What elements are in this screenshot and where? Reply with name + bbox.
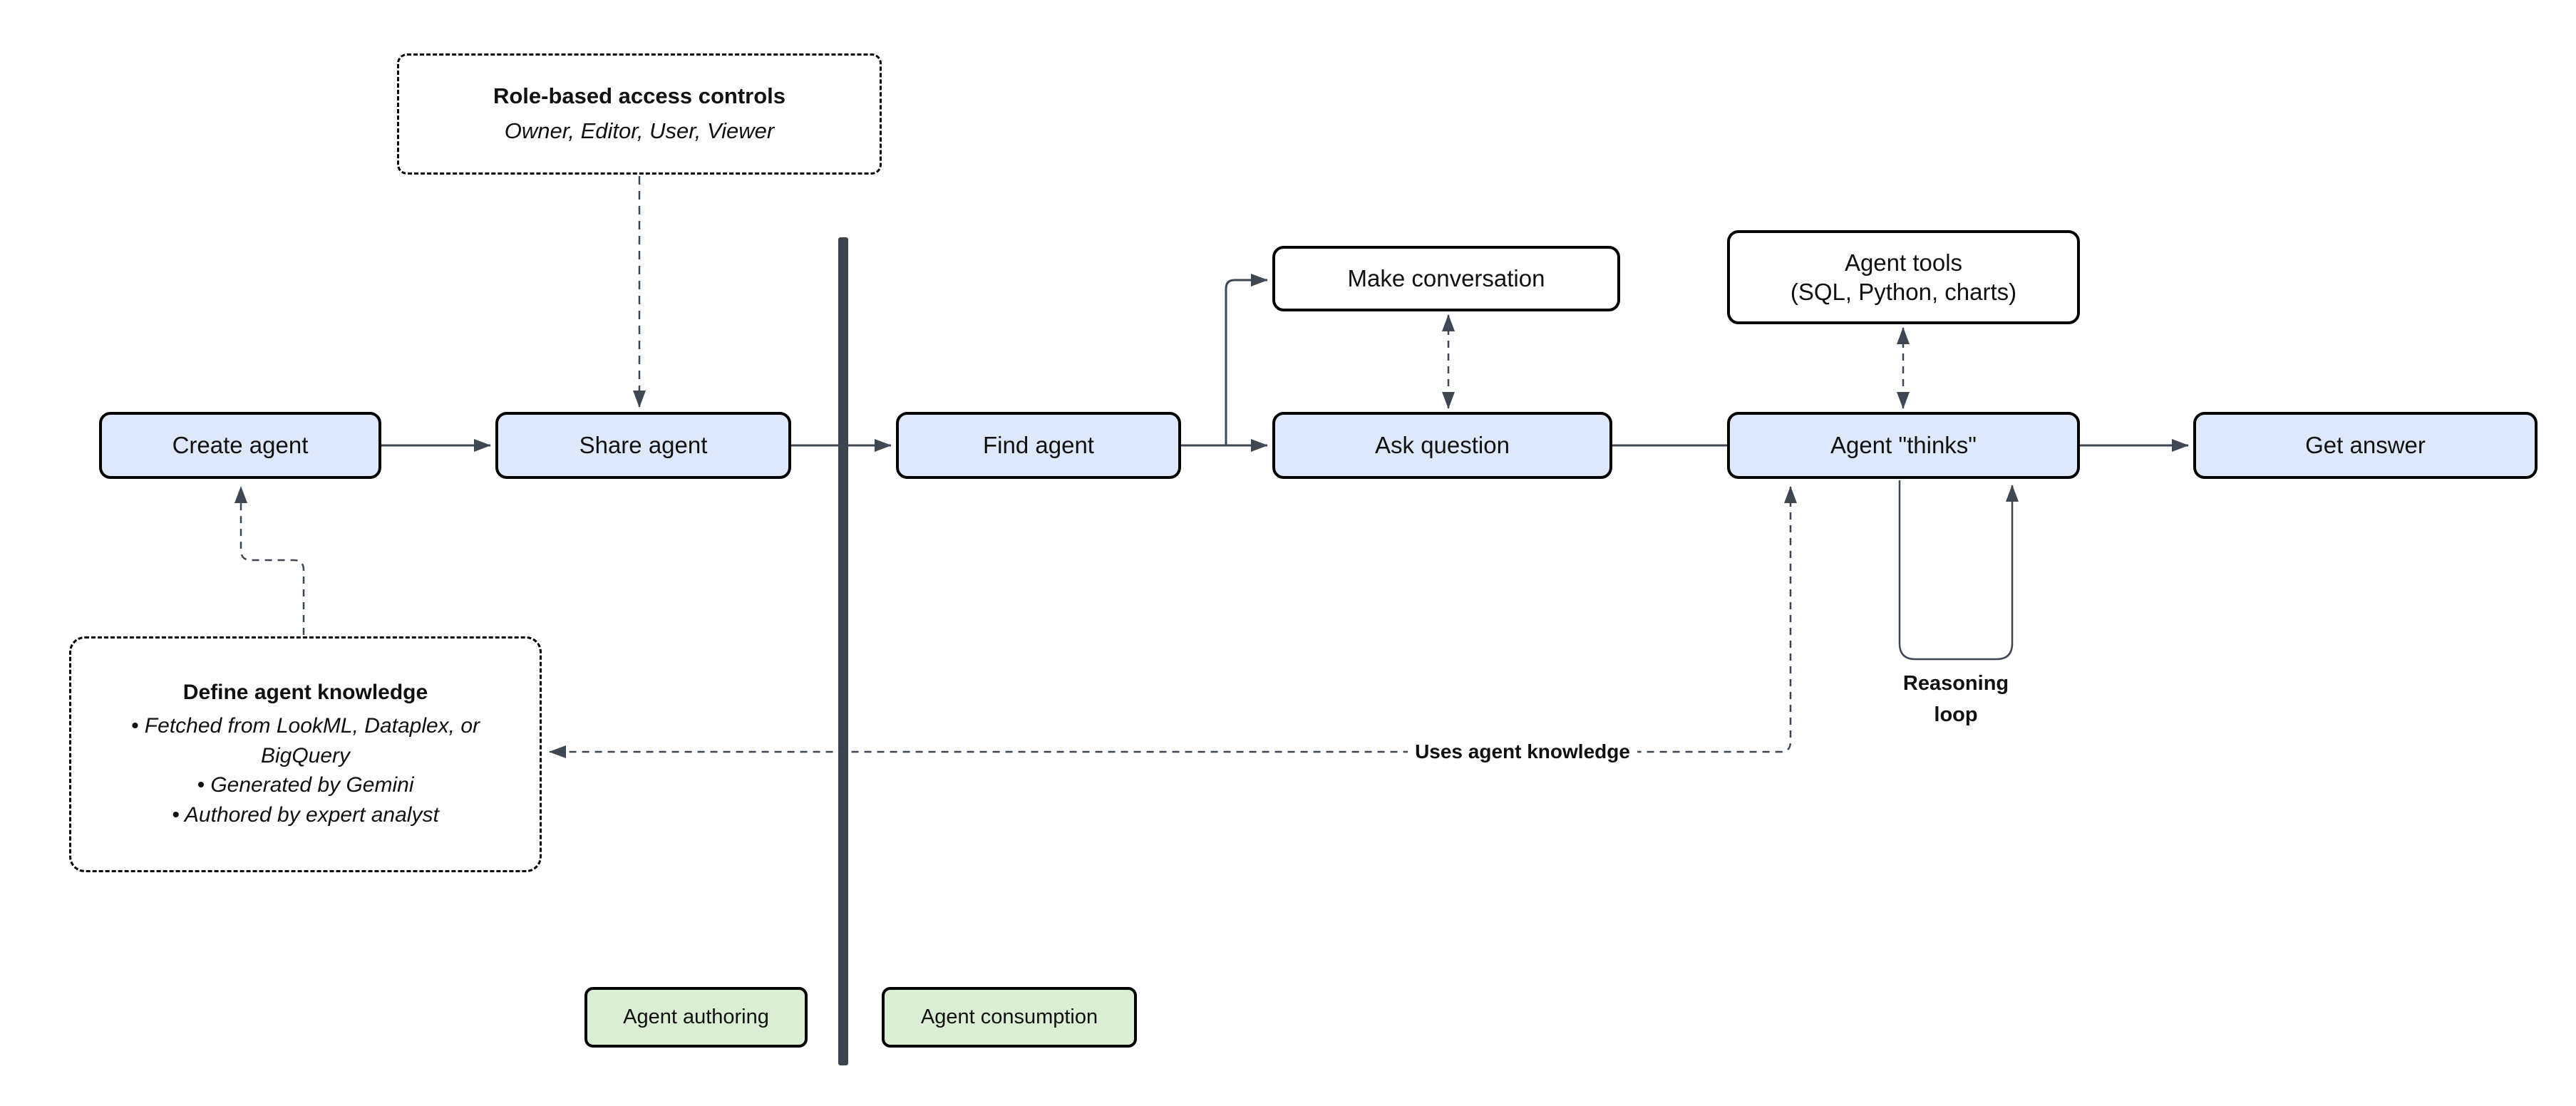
section-divider (838, 237, 848, 1065)
node-make-conversation: Make conversation (1272, 246, 1620, 311)
ask-question-label: Ask question (1375, 432, 1510, 459)
agent-thinks-label: Agent "thinks" (1830, 432, 1977, 459)
agent-tools-line2: (SQL, Python, charts) (1790, 279, 2017, 305)
zone-tag-agent-authoring: Agent authoring (584, 987, 808, 1048)
reasoning-loop-arrow (1898, 480, 2019, 661)
knowledge-bullet-3: • Authored by expert analyst (172, 802, 439, 827)
node-role-based-access-controls: Role-based access controls Owner, Editor… (397, 53, 882, 175)
reasoning-loop-label: Reasoning loop (1902, 672, 2009, 726)
node-create-agent: Create agent (99, 412, 381, 479)
node-get-answer: Get answer (2193, 412, 2538, 479)
role-access-roles: Owner, Editor, User, Viewer (504, 118, 775, 143)
create-agent-label: Create agent (172, 432, 309, 459)
node-define-agent-knowledge: Define agent knowledge • Fetched from Lo… (69, 636, 542, 872)
dashed-arrow-knowledge-to-create (235, 486, 305, 635)
node-share-agent: Share agent (495, 412, 791, 479)
node-ask-question: Ask question (1272, 412, 1612, 479)
role-access-title: Role-based access controls (493, 83, 786, 109)
agent-authoring-label: Agent authoring (623, 1006, 769, 1029)
zone-tag-agent-consumption: Agent consumption (882, 987, 1137, 1048)
knowledge-bullet-2: • Generated by Gemini (197, 773, 414, 797)
agent-consumption-label: Agent consumption (920, 1006, 1098, 1029)
uses-agent-knowledge-label: Uses agent knowledge (1408, 740, 1637, 763)
knowledge-bullet-1: • Fetched from LookML, Dataplex, or BigQ… (130, 714, 480, 768)
share-agent-label: Share agent (579, 432, 708, 459)
get-answer-label: Get answer (2305, 432, 2426, 459)
arrow-find-to-make-conversation (1225, 274, 1268, 445)
node-agent-tools: Agent tools (SQL, Python, charts) (1727, 230, 2080, 324)
agent-tools-line1: Agent tools (1844, 249, 1963, 276)
make-conversation-label: Make conversation (1347, 265, 1545, 292)
node-find-agent: Find agent (896, 412, 1181, 479)
dashed-arrow-uses-knowledge (549, 486, 1797, 758)
find-agent-label: Find agent (983, 432, 1094, 459)
knowledge-title: Define agent knowledge (182, 680, 428, 704)
node-agent-thinks: Agent "thinks" (1727, 412, 2080, 479)
